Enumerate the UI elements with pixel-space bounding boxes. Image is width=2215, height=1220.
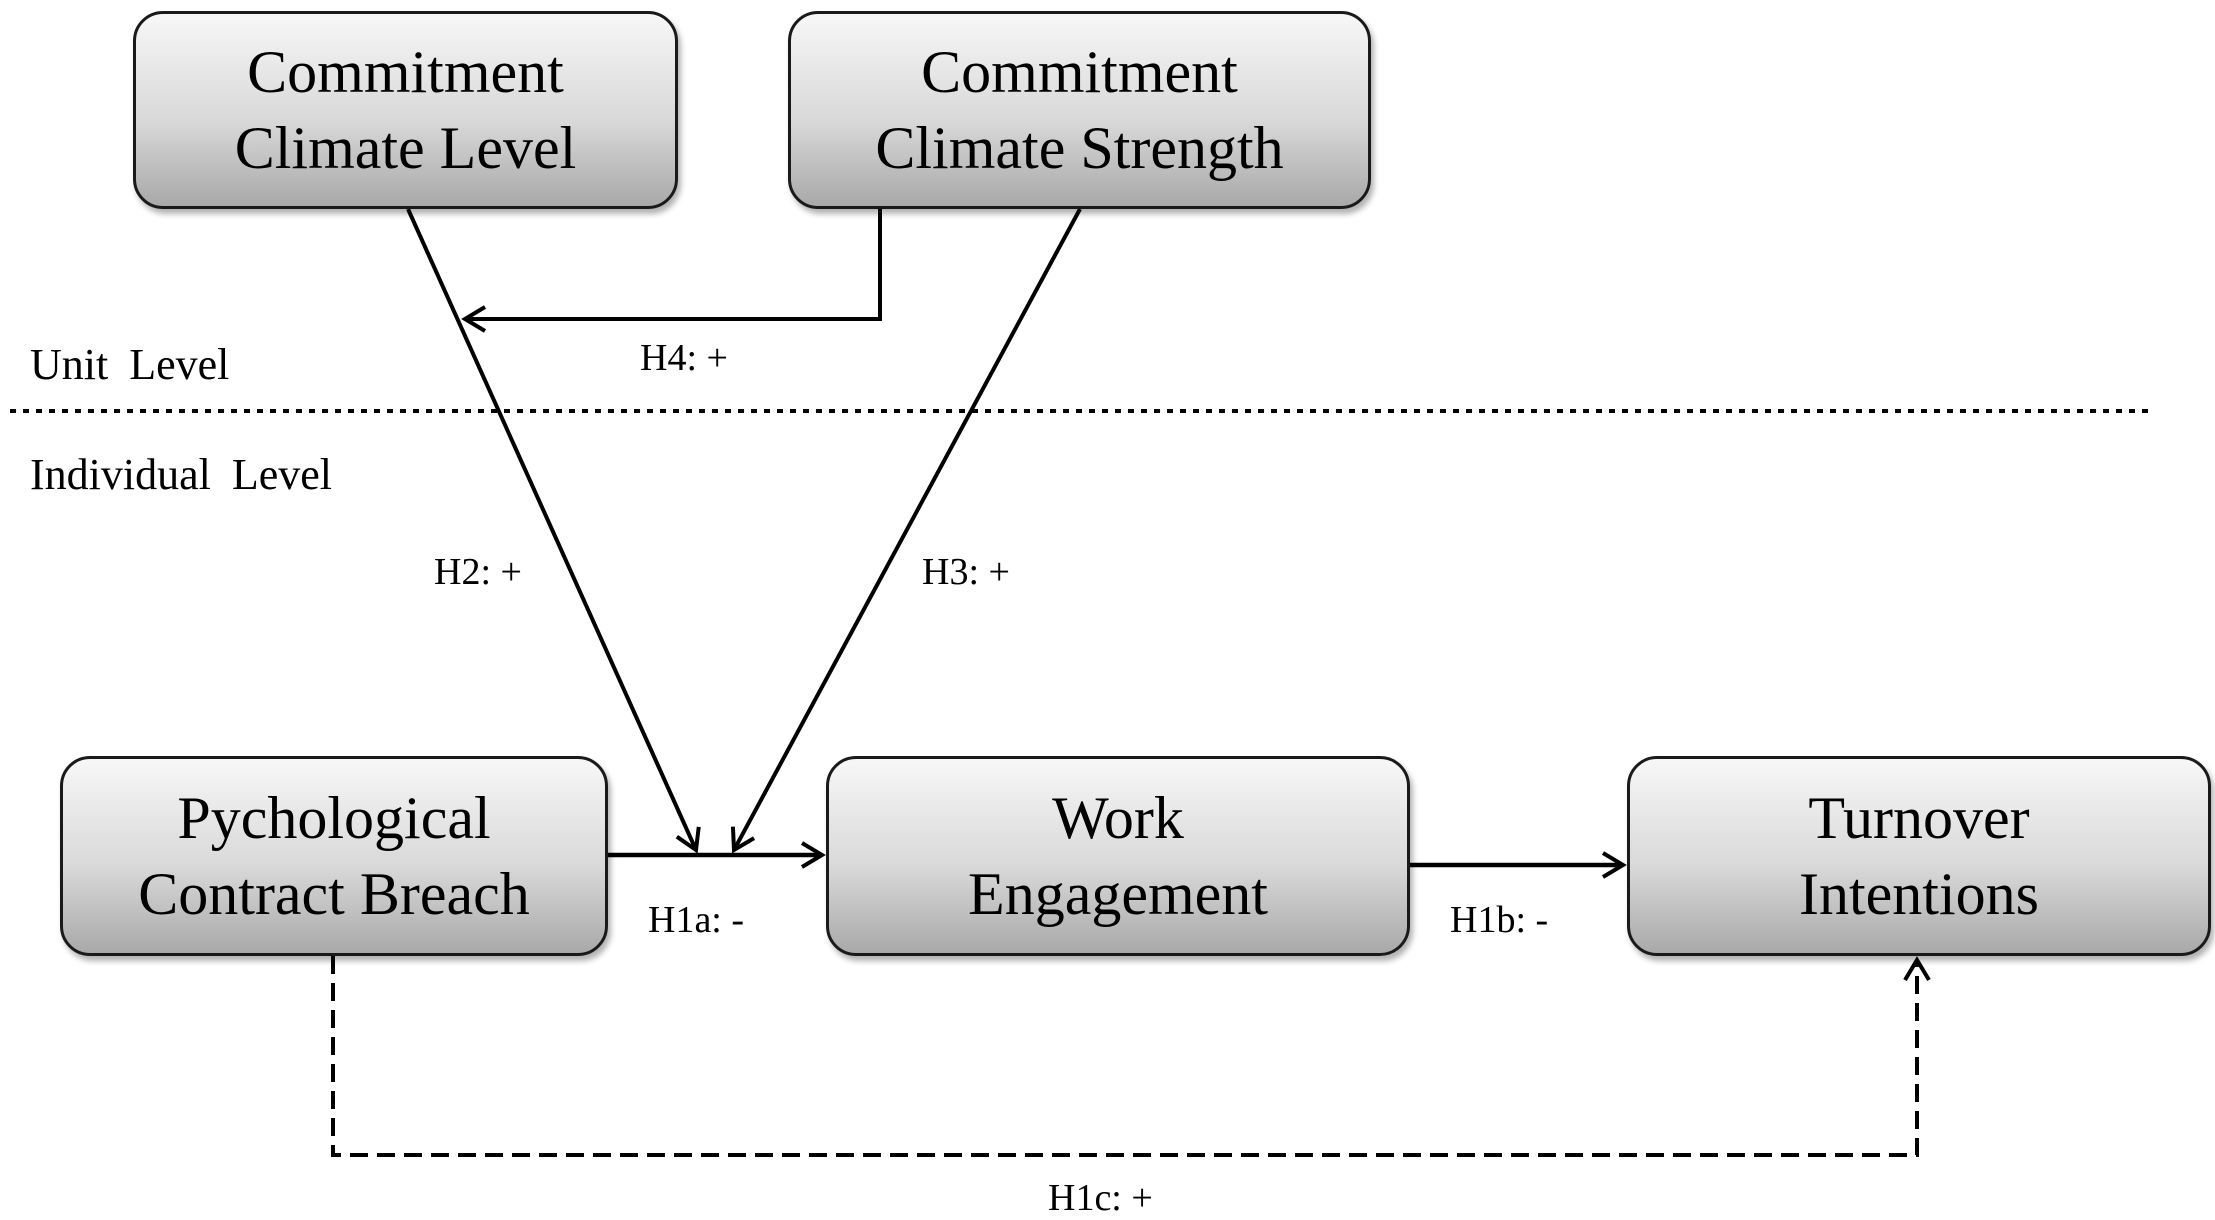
node-label-line1: Commitment: [921, 39, 1238, 105]
node-label-line2: Climate Strength: [875, 115, 1284, 181]
node-label-line2: Contract Breach: [138, 861, 530, 927]
node-work-engagement: Work Engagement: [826, 756, 1410, 956]
arrow-h2: [406, 208, 701, 854]
node-commitment-climate-strength: Commitment Climate Strength: [788, 11, 1371, 209]
node-label-line1: Commitment: [247, 39, 564, 105]
hypothesis-h1b-label: H1b: -: [1450, 899, 1549, 941]
hypothesis-h4-label: H4: +: [640, 337, 728, 379]
unit-level-label: Unit Level: [30, 340, 230, 389]
node-label-line1: Pychological: [177, 785, 491, 851]
hypothesis-h1a-label: H1a: -: [648, 899, 745, 941]
hypothesis-h1c-label: H1c: +: [1048, 1177, 1153, 1219]
node-label-line1: Work: [1052, 785, 1184, 851]
node-turnover-intentions: Turnover Intentions: [1627, 756, 2211, 956]
node-label-line2: Climate Level: [234, 115, 577, 181]
arrow-h1c: [331, 956, 1931, 1157]
hypothesis-h3-label: H3: +: [922, 551, 1010, 593]
node-label-line2: Engagement: [968, 861, 1268, 927]
arrow-h4: [461, 209, 882, 333]
arrow-h3: [730, 208, 1082, 854]
node-commitment-climate-level: Commitment Climate Level: [133, 11, 678, 209]
individual-level-label: Individual Level: [30, 450, 333, 499]
node-label-line1: Turnover: [1808, 785, 2030, 851]
hypothesis-h2-label: H2: +: [434, 551, 522, 593]
node-label-line2: Intentions: [1799, 861, 2039, 927]
node-psychological-contract-breach: Pychological Contract Breach: [60, 756, 608, 956]
